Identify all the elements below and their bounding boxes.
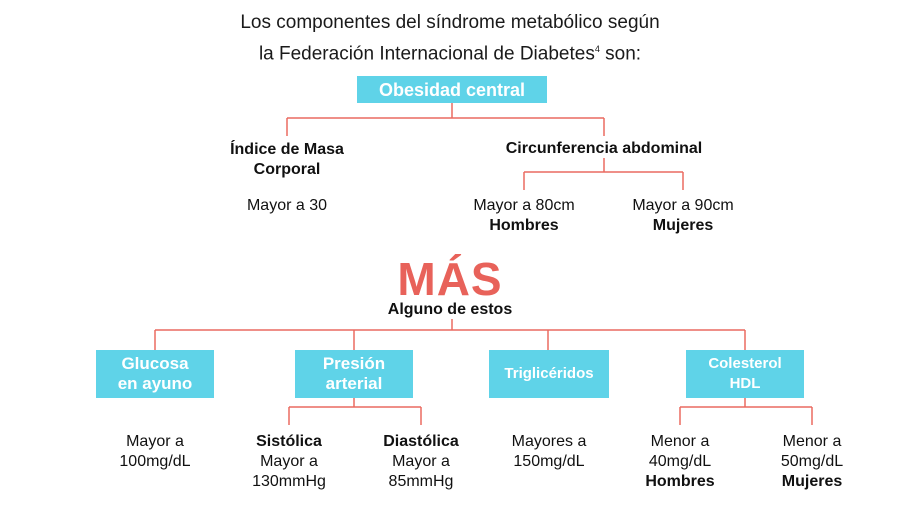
trigliceridos-value: Mayores a 150mg/dL <box>489 432 609 472</box>
circ-women-value: Mayor a 90cm <box>632 197 734 214</box>
hdl-line2: HDL <box>729 375 761 392</box>
header-footnote: 4 <box>594 44 600 54</box>
trigliceridos-value-line2: 150mg/dL <box>513 453 585 470</box>
circ-women: Mayor a 90cm Mujeres <box>603 196 763 236</box>
diastolica: Diastólica Mayor a 85mmHg <box>361 432 481 492</box>
hdl-line1: Colesterol <box>708 355 782 372</box>
sistolica-value-line1: Mayor a <box>260 453 318 470</box>
hdl-women-value-line2: 50mg/dL <box>780 453 844 470</box>
hdl-women-value-line1: Menor a <box>782 433 842 450</box>
circ-men-group: Hombres <box>489 217 559 234</box>
circ-women-group: Mujeres <box>652 217 714 234</box>
imc-label-line2: Corporal <box>253 161 321 178</box>
mas-heading: MÁS <box>397 253 503 305</box>
glucosa-value-line2: 100mg/dL <box>119 453 191 470</box>
glucosa-value-line1: Mayor a <box>126 433 184 450</box>
trigliceridos-value-line1: Mayores a <box>511 433 587 450</box>
hdl-men-value-line2: 40mg/dL <box>648 453 712 470</box>
header-line-2: la Federación Internacional de Diabetes4… <box>0 37 900 66</box>
glucosa-box: Glucosa en ayuno <box>96 350 214 398</box>
diastolica-value-line2: 85mmHg <box>388 473 454 490</box>
glucosa-line2: en ayuno <box>117 374 193 393</box>
circ-label: Circunferencia abdominal <box>505 140 703 157</box>
hdl-women: Menor a 50mg/dL Mujeres <box>752 432 872 492</box>
header-line-2-end: son: <box>599 43 642 65</box>
header-line-1: Los componentes del síndrome metabólico … <box>240 12 660 33</box>
circ-men: Mayor a 80cm Hombres <box>444 196 604 236</box>
hdl-men: Menor a 40mg/dL Hombres <box>620 432 740 492</box>
sistolica-value-line2: 130mmHg <box>252 473 326 490</box>
glucosa-value: Mayor a 100mg/dL <box>95 432 215 472</box>
hdl-men-value-line1: Menor a <box>650 433 710 450</box>
diastolica-label: Diastólica <box>383 433 459 450</box>
hdl-women-group: Mujeres <box>781 473 843 490</box>
circ-men-value: Mayor a 80cm <box>473 197 575 214</box>
sistolica-label: Sistólica <box>256 433 322 450</box>
sistolica: Sistólica Mayor a 130mmHg <box>229 432 349 492</box>
mas-subheading: Alguno de estos <box>387 301 513 318</box>
hdl-box: Colesterol HDL <box>686 350 804 398</box>
glucosa-line1: Glucosa <box>121 354 189 373</box>
hdl-men-group: Hombres <box>645 473 715 490</box>
imc-label-line1: Índice de Masa <box>230 141 344 158</box>
trigliceridos-label: Triglicéridos <box>504 365 594 382</box>
obesidad-central-box: Obesidad central <box>357 76 547 103</box>
trigliceridos-box: Triglicéridos <box>489 350 609 398</box>
diastolica-value-line1: Mayor a <box>392 453 450 470</box>
obesidad-central-label: Obesidad central <box>378 79 526 100</box>
presion-box: Presión arterial <box>295 350 413 398</box>
presion-line2: arterial <box>325 374 383 393</box>
header-line-2-main: la Federación Internacional de Diabetes <box>258 43 595 65</box>
imc-value: Mayor a 30 <box>246 197 328 214</box>
imc-label: Índice de Masa Corporal <box>187 140 387 180</box>
presion-line1: Presión <box>322 354 386 373</box>
